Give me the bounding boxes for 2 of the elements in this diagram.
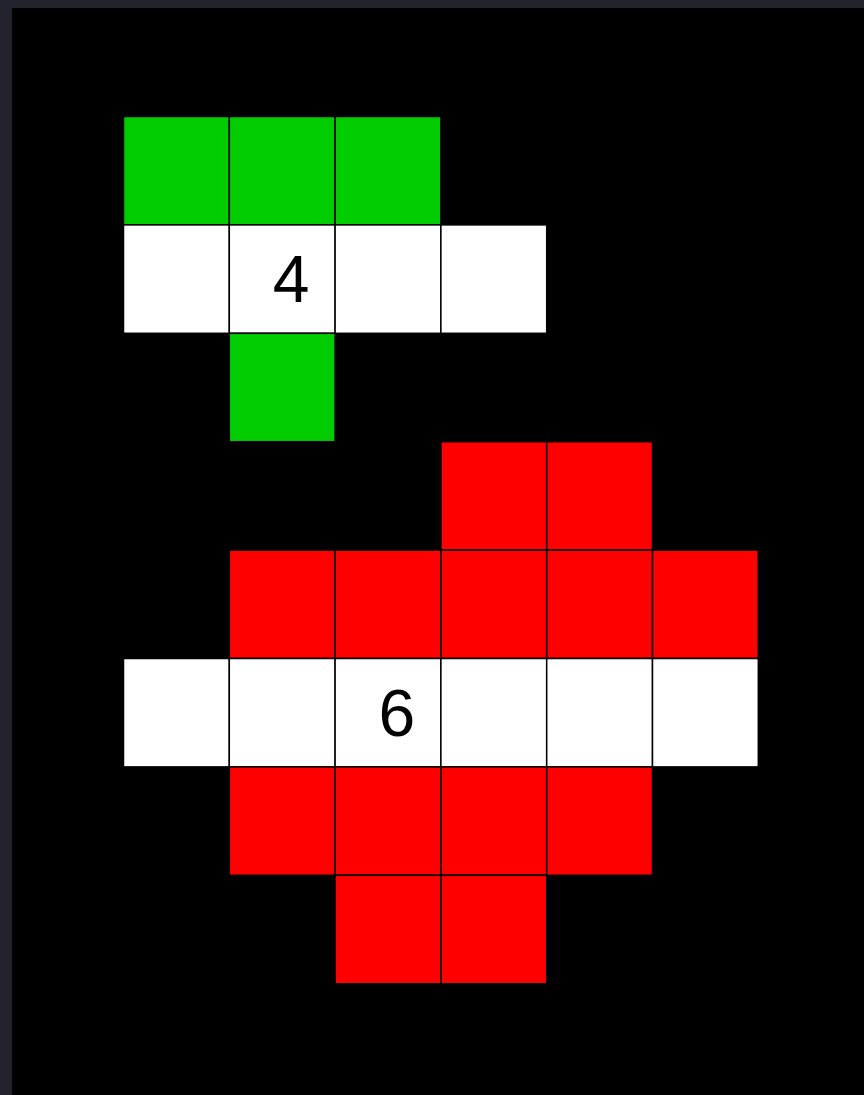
cell-number: 6: [378, 680, 416, 746]
cell-number: 4: [272, 246, 310, 313]
